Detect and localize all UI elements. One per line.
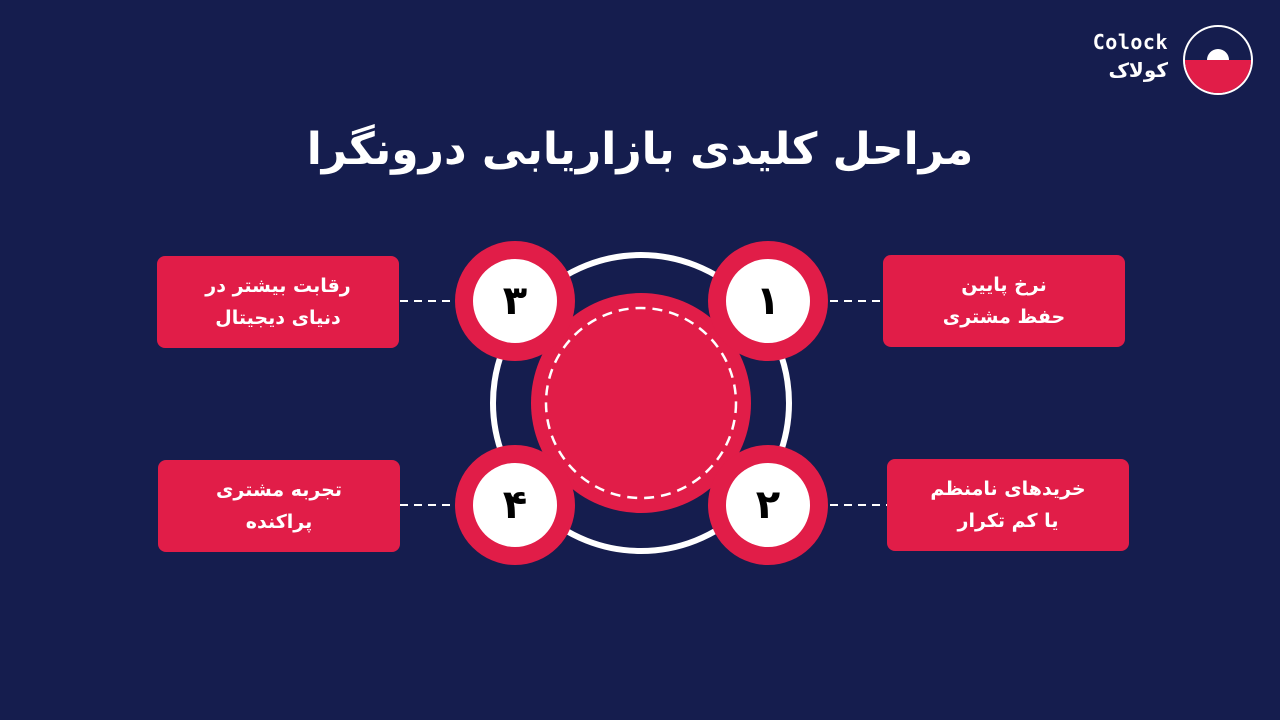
brand-name: Colock کولاک	[1093, 28, 1168, 84]
step-2-line-2: یا کم تکرار	[957, 510, 1059, 532]
brand-name-farsi: کولاک	[1108, 58, 1168, 82]
step-number-4: ۴	[502, 482, 528, 528]
step-3-line-1: رقابت بیشتر در	[205, 275, 351, 297]
step-1-line-2: حفظ مشتری	[942, 306, 1066, 328]
outer-ring	[490, 252, 792, 554]
step-number-3: ۳	[502, 278, 528, 324]
badge-step-2	[708, 445, 828, 565]
center-dashed-ring	[544, 306, 738, 500]
step-1-line-1: نرخ پایین	[961, 274, 1047, 296]
brand-mark-icon	[1183, 25, 1253, 95]
brand-name-latin: Colock	[1092, 30, 1168, 54]
badge-step-1	[708, 241, 828, 361]
brand-logo: Colock کولاک	[1086, 22, 1256, 98]
step-card-3: رقابت بیشتر در دنیای دیجیتال	[157, 256, 399, 348]
badge-step-4	[455, 445, 575, 565]
step-3-line-2: دنیای دیجیتال	[215, 307, 341, 329]
badge-step-3	[455, 241, 575, 361]
step-number-1: ۱	[755, 278, 781, 324]
step-card-1: نرخ پایین حفظ مشتری	[883, 255, 1125, 347]
step-number-2: ۲	[755, 482, 781, 528]
step-2-line-1: خریدهای نامنظم	[930, 478, 1086, 500]
step-card-4: تجربه مشتری پراکنده	[158, 460, 400, 552]
step-card-2: خریدهای نامنظم یا کم تکرار	[887, 459, 1129, 551]
step-4-line-1: تجربه مشتری	[216, 479, 343, 501]
page-title: مراحل کلیدی بازاریابی درونگرا	[306, 124, 974, 175]
center-circle	[531, 293, 751, 513]
step-4-line-2: پراکنده	[245, 511, 313, 533]
